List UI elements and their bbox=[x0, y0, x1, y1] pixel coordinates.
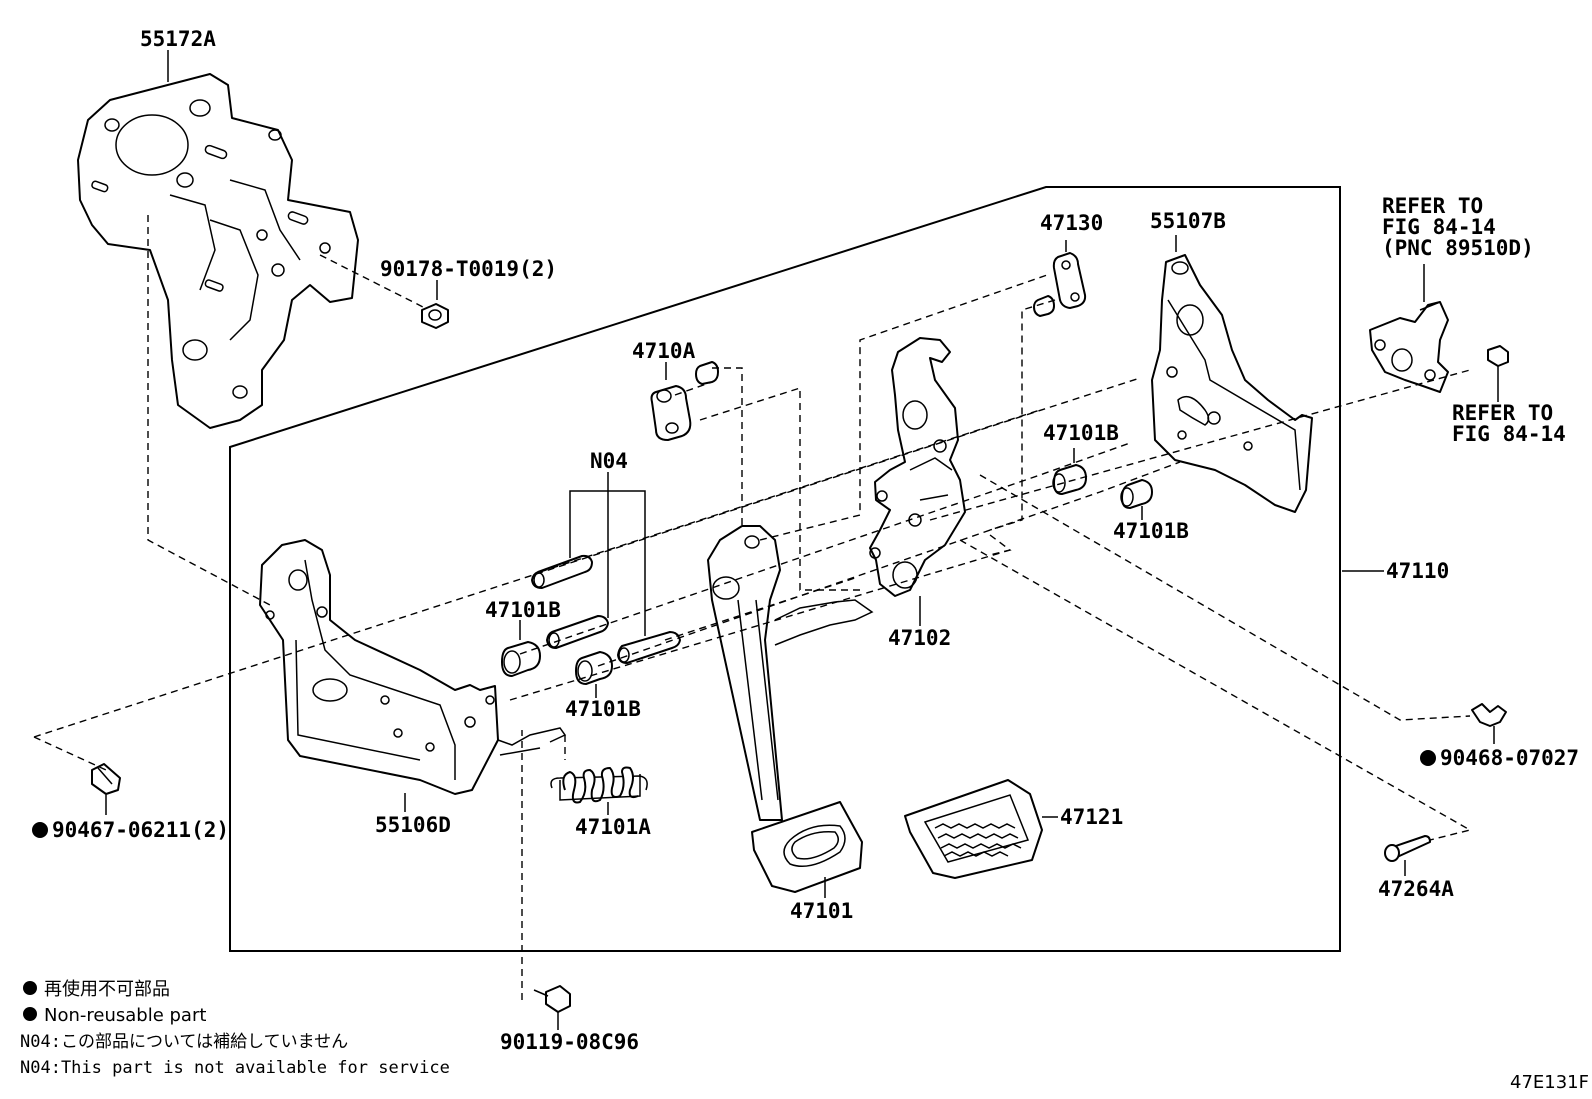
assembly-dashed-lines bbox=[33, 215, 1472, 1000]
bushing-47101B-right-upper[interactable] bbox=[1052, 464, 1087, 495]
part-55107B-bracket[interactable] bbox=[1151, 254, 1313, 513]
part-55106D-bracket[interactable] bbox=[259, 539, 567, 795]
assembly-boundary-47110 bbox=[229, 186, 1341, 952]
refer-fig-1-line2: FIG 84-14 bbox=[1382, 215, 1496, 239]
label-47121: 47121 bbox=[1060, 805, 1123, 829]
refer-fig-1-line1: REFER TO bbox=[1382, 194, 1483, 218]
brake-pedal-lever-47101[interactable] bbox=[707, 525, 874, 821]
non-reusable-marker-90468 bbox=[1420, 750, 1436, 766]
bolt-90119-08C96[interactable] bbox=[533, 985, 571, 1013]
legend-marker-en bbox=[23, 1007, 37, 1021]
label-N04: N04 bbox=[590, 449, 628, 473]
label-55172A: 55172A bbox=[140, 27, 216, 51]
pedal-pad-47101[interactable] bbox=[751, 801, 863, 893]
label-47101B-left-upper: 47101B bbox=[485, 598, 561, 622]
legend-nonreusable-jp: 再使用不可部品 bbox=[44, 979, 170, 1000]
label-47101B-right-lower: 47101B bbox=[1113, 519, 1189, 543]
label-90468-07027: 90468-07027 bbox=[1440, 746, 1579, 770]
nut-refer-fig[interactable] bbox=[1487, 345, 1509, 367]
pin-n04-upper[interactable] bbox=[531, 554, 593, 589]
refer-fig-2-line1: REFER TO bbox=[1452, 401, 1553, 425]
label-90178-T0019: 90178-T0019(2) bbox=[380, 257, 557, 281]
link-4710A[interactable] bbox=[650, 361, 719, 441]
label-55107B: 55107B bbox=[1150, 209, 1226, 233]
spring-47101A[interactable] bbox=[550, 766, 648, 804]
bolt-90467-06211[interactable] bbox=[91, 763, 121, 795]
part-55172A-bracket[interactable] bbox=[77, 73, 359, 429]
label-47101: 47101 bbox=[790, 899, 853, 923]
label-47110: 47110 bbox=[1386, 559, 1449, 583]
legend-n04-en: N04:This part is not available for servi… bbox=[20, 1058, 450, 1078]
legend-nonreusable-en: Non-reusable part bbox=[44, 1005, 206, 1026]
non-reusable-marker-90467 bbox=[32, 822, 48, 838]
refer-fig-2-line2: FIG 84-14 bbox=[1452, 422, 1566, 446]
legend-marker-jp bbox=[23, 981, 37, 995]
bushing-47101B-center[interactable] bbox=[575, 651, 613, 685]
label-47101B-center: 47101B bbox=[565, 697, 641, 721]
stop-lamp-switch-sensor[interactable] bbox=[1369, 301, 1449, 393]
label-47101B-right-upper: 47101B bbox=[1043, 421, 1119, 445]
label-47264A: 47264A bbox=[1378, 877, 1454, 901]
pedal-pad-cover-47121[interactable] bbox=[904, 779, 1043, 879]
label-47101A: 47101A bbox=[575, 815, 651, 839]
label-55106D: 55106D bbox=[375, 813, 451, 837]
link-plate-47130[interactable] bbox=[1033, 252, 1087, 317]
label-47130: 47130 bbox=[1040, 211, 1103, 235]
clip-90468-07027[interactable] bbox=[1471, 703, 1507, 727]
label-90467-06211: 90467-06211(2) bbox=[52, 818, 229, 842]
label-90119-08C96: 90119-08C96 bbox=[500, 1030, 639, 1054]
pin-47264A[interactable] bbox=[1384, 835, 1431, 862]
legend: 再使用不可部品 Non-reusable part N04:この部品については補… bbox=[20, 979, 450, 1078]
nut-90178-T0019[interactable] bbox=[421, 303, 449, 329]
bushing-47101B-left[interactable] bbox=[501, 641, 541, 677]
lever-47102[interactable] bbox=[869, 337, 966, 597]
refer-fig-1-line3: (PNC 89510D) bbox=[1382, 236, 1534, 260]
bushing-47101B-right-lower[interactable] bbox=[1120, 479, 1153, 509]
legend-n04-jp: N04:この部品については補給していません bbox=[20, 1032, 348, 1052]
label-4710A: 4710A bbox=[632, 339, 696, 363]
pin-n04-lower[interactable] bbox=[617, 631, 681, 664]
figure-code: 47E131F bbox=[1510, 1072, 1589, 1093]
label-47102: 47102 bbox=[888, 626, 951, 650]
